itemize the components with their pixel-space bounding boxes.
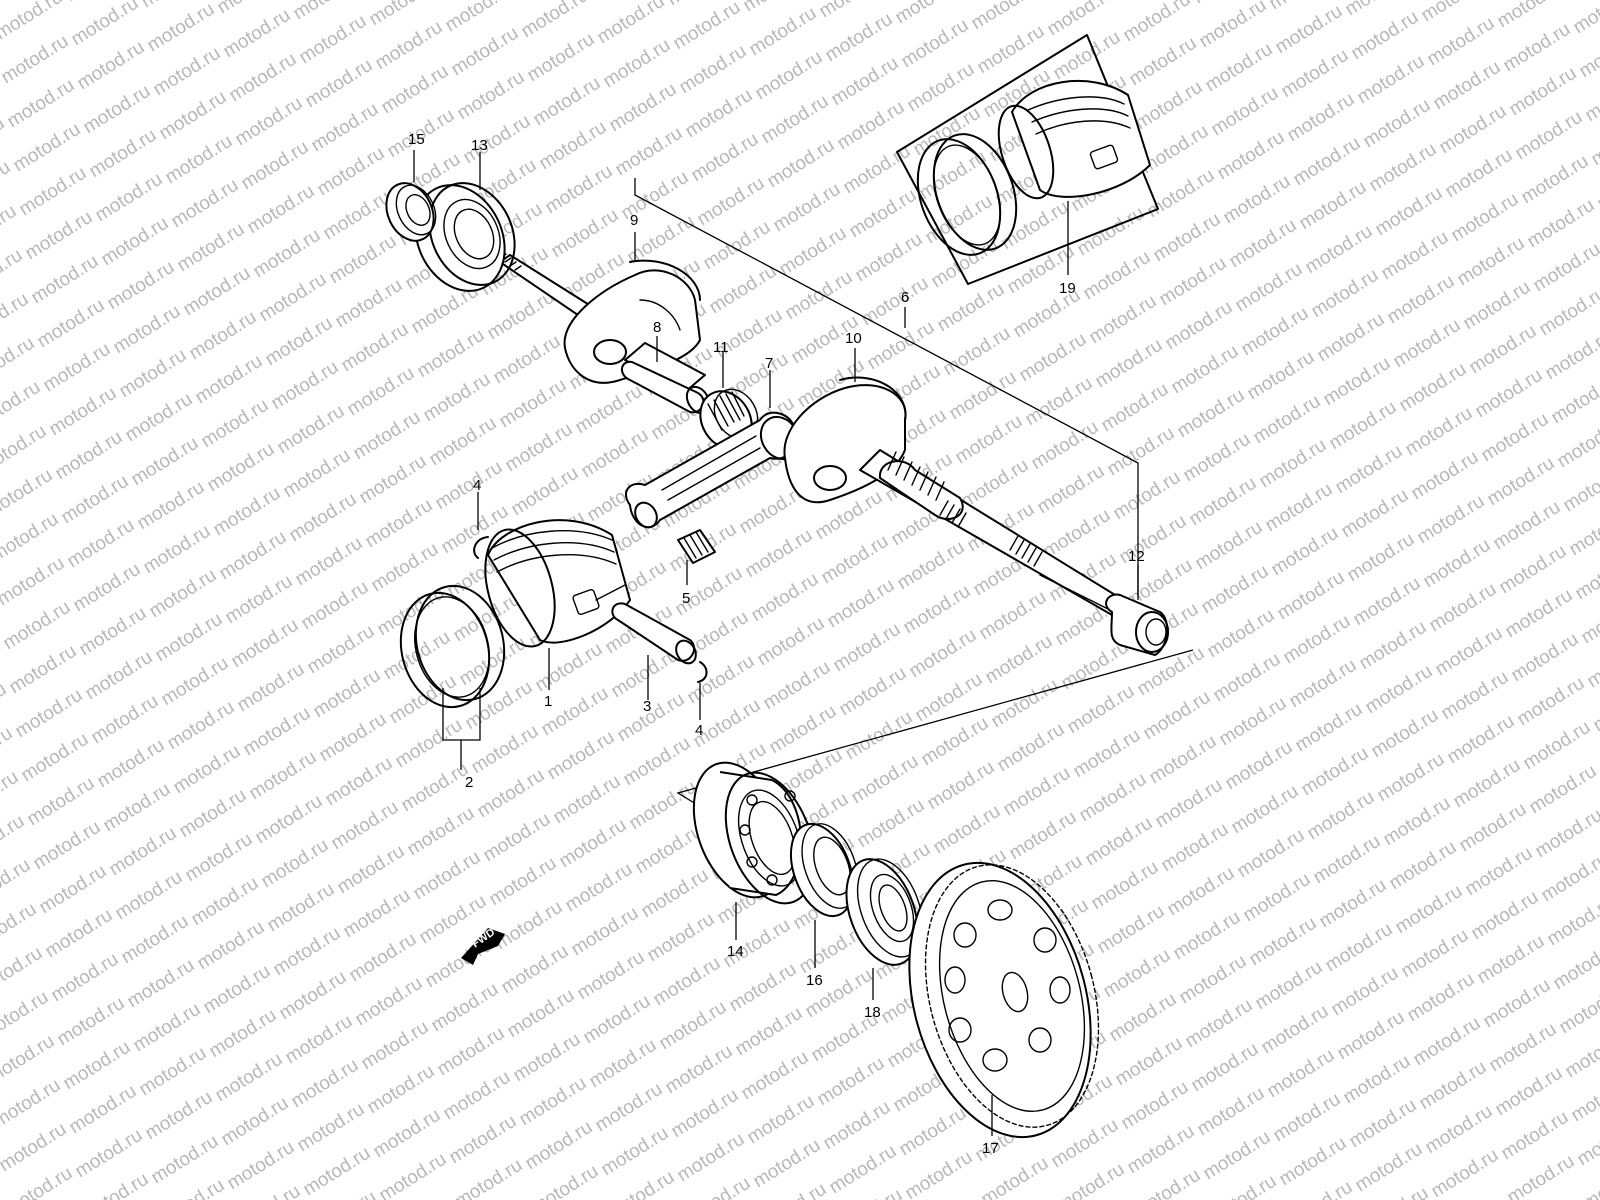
oil-seal-18 [845, 858, 924, 966]
piston [484, 519, 631, 648]
callout-19: 19 [1059, 280, 1076, 297]
piston-rings [399, 584, 506, 709]
callout-8: 8 [653, 319, 661, 336]
callout-16: 16 [806, 972, 823, 989]
watermark-text: motod.ru [1570, 0, 1600, 38]
forward-direction-badge: FWD [461, 926, 505, 965]
leader-lines [413, 150, 1139, 1136]
sprocket [908, 861, 1100, 1139]
callout-5: 5 [682, 590, 690, 607]
small-end-bearing [677, 529, 716, 564]
crank-pin [621, 342, 711, 415]
callout-18: 18 [864, 1004, 881, 1021]
callout-2: 2 [465, 774, 473, 791]
callout-11: 11 [713, 339, 729, 356]
oil-seal-16 [789, 822, 859, 918]
callout-10: 10 [845, 330, 862, 347]
callout-1: 1 [544, 693, 552, 710]
callout-6: 6 [901, 289, 909, 306]
callout-3: 3 [643, 698, 651, 715]
callout-4b: 4 [695, 722, 703, 739]
circlips [473, 536, 708, 683]
callout-labels: 15 13 9 8 11 7 10 6 19 12 4 5 1 3 4 2 14… [408, 131, 1145, 1157]
callout-17: 17 [982, 1140, 999, 1157]
callout-4a: 4 [473, 477, 481, 494]
piston-pin [611, 602, 697, 665]
crankshaft-bushing [1105, 593, 1169, 656]
piston-kit-box [896, 34, 1159, 285]
crankshaft-right-half [783, 376, 1121, 616]
callout-13: 13 [471, 137, 488, 154]
callout-14: 14 [727, 943, 744, 960]
callout-15: 15 [408, 131, 425, 148]
main-bearing [692, 761, 816, 905]
callout-12: 12 [1128, 548, 1145, 565]
callout-7: 7 [765, 355, 773, 372]
left-oil-seal [385, 182, 437, 242]
crankshaft-bracket [634, 178, 1139, 595]
left-main-bearing [414, 182, 516, 292]
callout-9: 9 [630, 212, 638, 229]
